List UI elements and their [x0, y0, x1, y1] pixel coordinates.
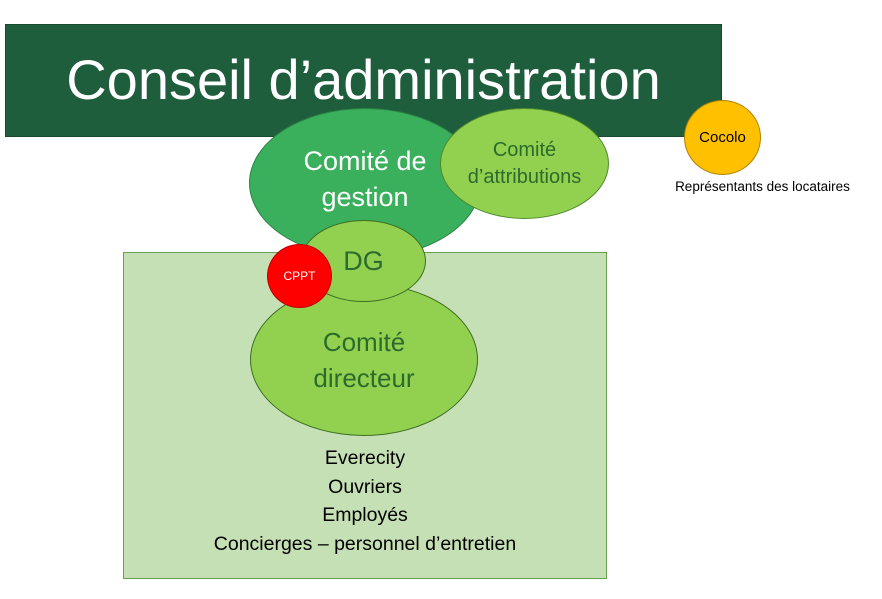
- staff-item-everecity: Everecity: [324, 447, 406, 469]
- board-title: Conseil d’administration: [66, 48, 661, 111]
- staff-item-workers: Ouvriers: [328, 475, 402, 498]
- cocolo-label: Cocolo: [699, 129, 746, 146]
- allocation-committee-node: Comité d’attributions: [440, 108, 609, 219]
- staff-item-caretakers: Concierges – personnel d’entretien: [213, 532, 517, 555]
- cppt-node: CPPT: [267, 244, 332, 308]
- allocation-committee-label-line2: d’attributions: [467, 165, 582, 188]
- cppt-label: CPPT: [283, 269, 316, 283]
- executive-committee-label-line2: directeur: [313, 362, 415, 393]
- staff-list: Everecity Ouvriers Employés Concierges –…: [123, 444, 607, 558]
- executive-committee-label-line1: Comité: [322, 326, 406, 357]
- management-committee-label-line1: Comité de: [303, 146, 427, 176]
- cocolo-node: Cocolo: [684, 100, 761, 175]
- general-director-label: DG: [343, 245, 384, 276]
- executive-committee-node: Comité directeur: [250, 283, 478, 436]
- staff-item-employees: Employés: [322, 504, 408, 526]
- management-committee-label-line2: gestion: [321, 182, 409, 212]
- cocolo-caption: Représentants des locataires: [675, 179, 850, 194]
- allocation-committee-label-line1: Comité: [492, 138, 557, 161]
